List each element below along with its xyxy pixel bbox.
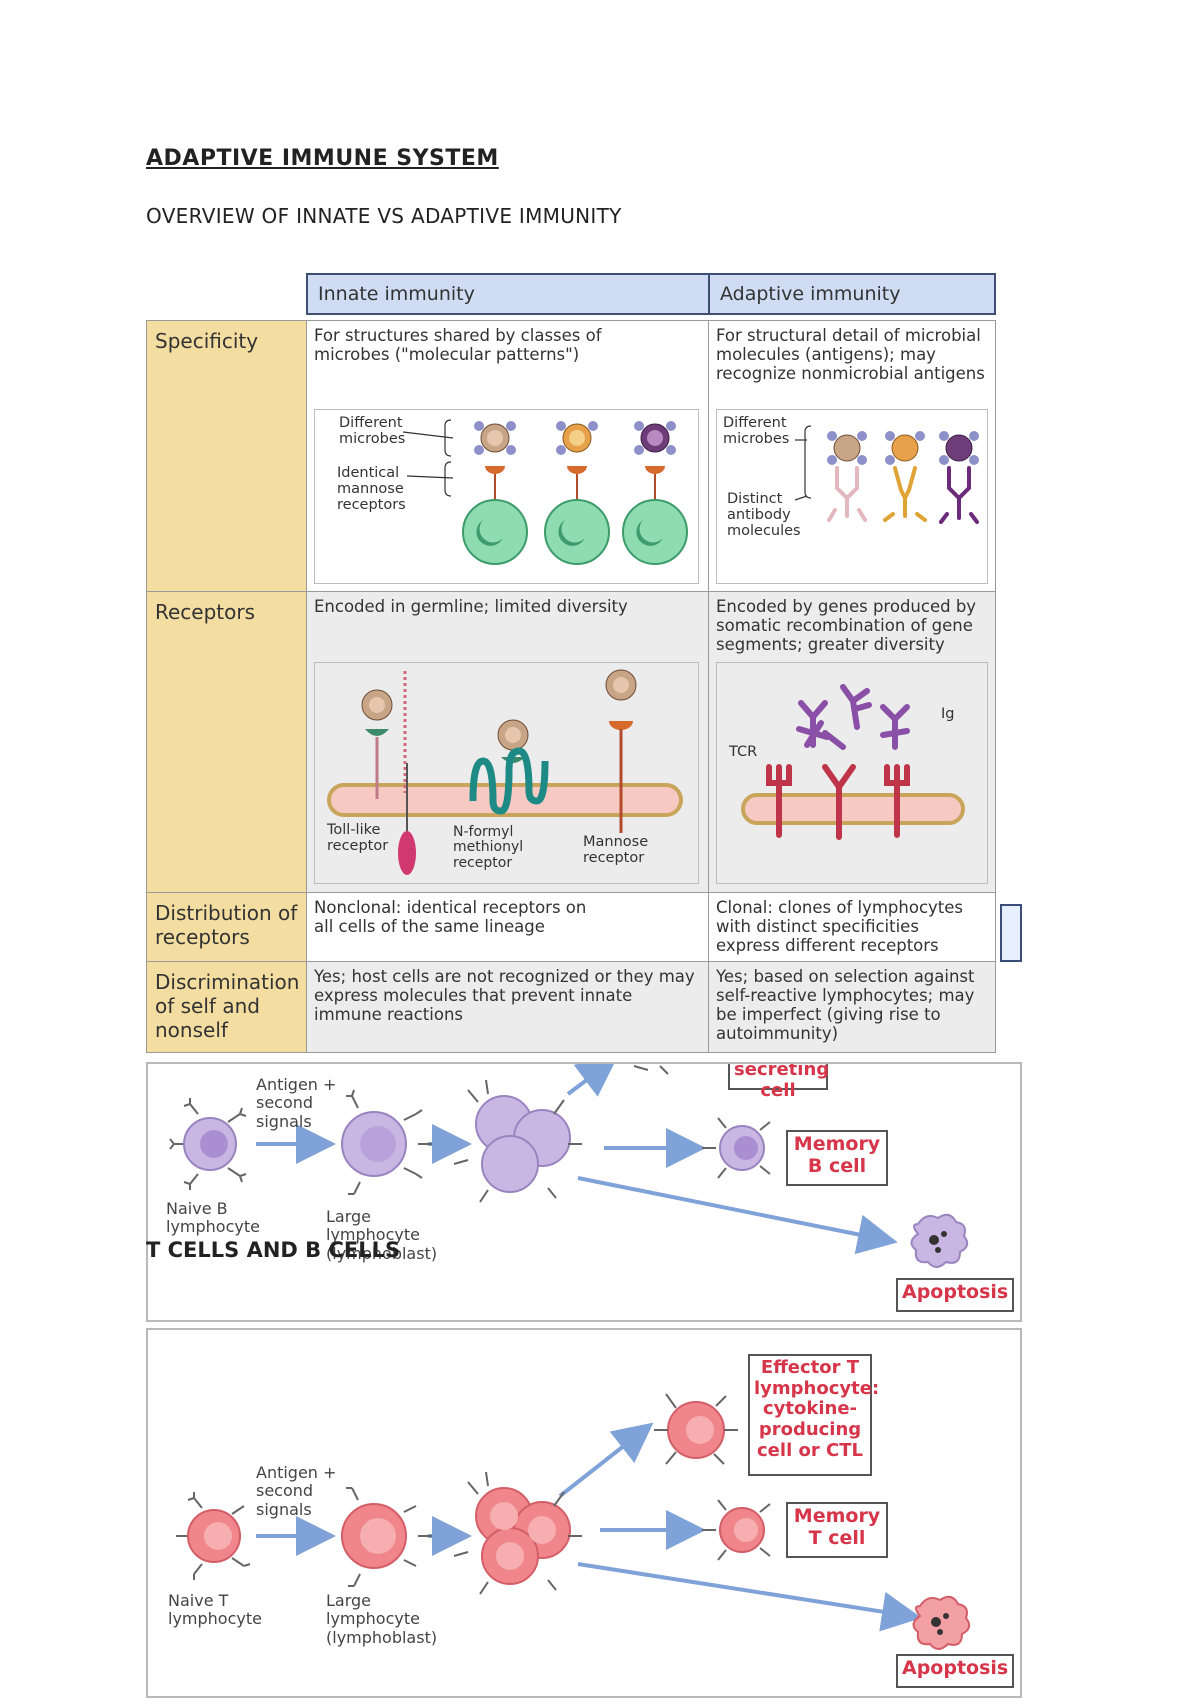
label-antigen-signals-b: Antigen + second signals [256,1075,337,1131]
label-effector-t: Effector T lymphocyte: cytokine-producin… [748,1354,879,1476]
t-cell-differentiation-illustration [176,1393,971,1650]
label-mannose-receptor: Mannose receptor [583,834,649,866]
cell-text: For structural detail of microbial molec… [716,326,985,383]
cell-text: Encoded in germline; limited diversity [314,597,628,616]
specificity-adaptive-figure: Different microbes Distinct antibody mol… [716,409,988,584]
cell-receptors-innate: Encoded in germline; limited diversity [306,591,709,893]
phagocyte-microbes-illustration [402,419,688,565]
cell-specificity-adaptive: For structural detail of microbial molec… [708,320,996,592]
label-tcr: TCR [729,744,758,760]
cell-text: Clonal: clones of lymphocytes with disti… [716,898,964,955]
cell-distribution-innate: Nonclonal: identical receptors on all ce… [306,892,709,962]
cell-discrimination-innate: Yes; host cells are not recognized or th… [306,961,709,1053]
page-subtitle: OVERVIEW OF INNATE VS ADAPTIVE IMMUNITY [146,204,622,228]
b-cell-differentiation-panel: secreting cell Antigen + second signals … [146,1062,1022,1322]
tcr-ig-illustration [741,684,965,840]
cell-text: Encoded by genes produced by somatic rec… [716,597,977,654]
receptors-innate-figure: Toll-like receptor N-formyl methionyl re… [314,662,699,884]
label-n-formyl-receptor: N-formyl methionyl receptor [453,824,524,871]
label-mannose-receptors: Identical mannose receptors [337,465,406,513]
cell-text: Yes; based on selection against self-rea… [716,967,975,1043]
membrane-receptors-illustration [327,669,683,875]
antibody-microbes-illustration [794,425,979,524]
row-label-discrimination: Discrimination of self and nonself [146,961,307,1053]
label-toll-like-receptor: Toll-like receptor [327,822,389,854]
label-apoptosis-b: Apoptosis [896,1278,1014,1312]
cell-receptors-adaptive: Encoded by genes produced by somatic rec… [708,591,996,893]
row-label-distribution: Distribution of receptors [146,892,307,962]
cell-text: Yes; host cells are not recognized or th… [314,967,695,1024]
cell-discrimination-adaptive: Yes; based on selection against self-rea… [708,961,996,1053]
cell-specificity-innate: For structures shared by classes of micr… [306,320,709,592]
label-apoptosis-t: Apoptosis [896,1654,1014,1688]
row-label-receptors: Receptors [146,591,307,893]
label-different-microbes-adaptive: Different microbes [723,415,790,447]
b-cell-differentiation-illustration [169,1064,969,1268]
receptors-adaptive-figure: TCR Ig [716,662,988,884]
column-header-adaptive: Adaptive immunity [708,273,996,315]
cell-text: Nonclonal: identical receptors on all ce… [314,898,587,936]
label-memory-b-cell: Memory B cell [786,1130,888,1186]
label-antibody-molecules: Distinct antibody molecules [727,491,801,539]
column-header-innate: Innate immunity [306,273,710,315]
label-antigen-signals-t: Antigen + second signals [256,1463,337,1519]
label-ig: Ig [941,706,955,722]
specificity-innate-figure: Different microbes Identical mannose rec… [314,409,699,584]
cropped-figure-tab [1000,904,1022,962]
t-cell-differentiation-panel: Effector T lymphocyte: cytokine-producin… [146,1328,1022,1698]
section-heading: T CELLS AND B CELLS [146,1238,401,1262]
label-large-lymphocyte-t: Large lymphocyte (lymphoblast) [326,1591,438,1647]
label-different-microbes: Different microbes [339,415,406,447]
label-naive-t: Naive T lymphocyte [168,1591,262,1629]
label-memory-t-cell: Memory T cell [786,1502,888,1558]
label-secreting-cell: secreting cell [728,1064,829,1101]
page-title: ADAPTIVE IMMUNE SYSTEM [146,146,499,171]
label-large-lymphocyte-b: Large lymphocyte (lymphoblast) [326,1207,438,1263]
cell-distribution-adaptive: Clonal: clones of lymphocytes with disti… [708,892,996,962]
label-naive-b: Naive B lymphocyte [166,1199,260,1237]
cell-text: For structures shared by classes of micr… [314,326,602,364]
row-label-specificity: Specificity [146,320,307,592]
